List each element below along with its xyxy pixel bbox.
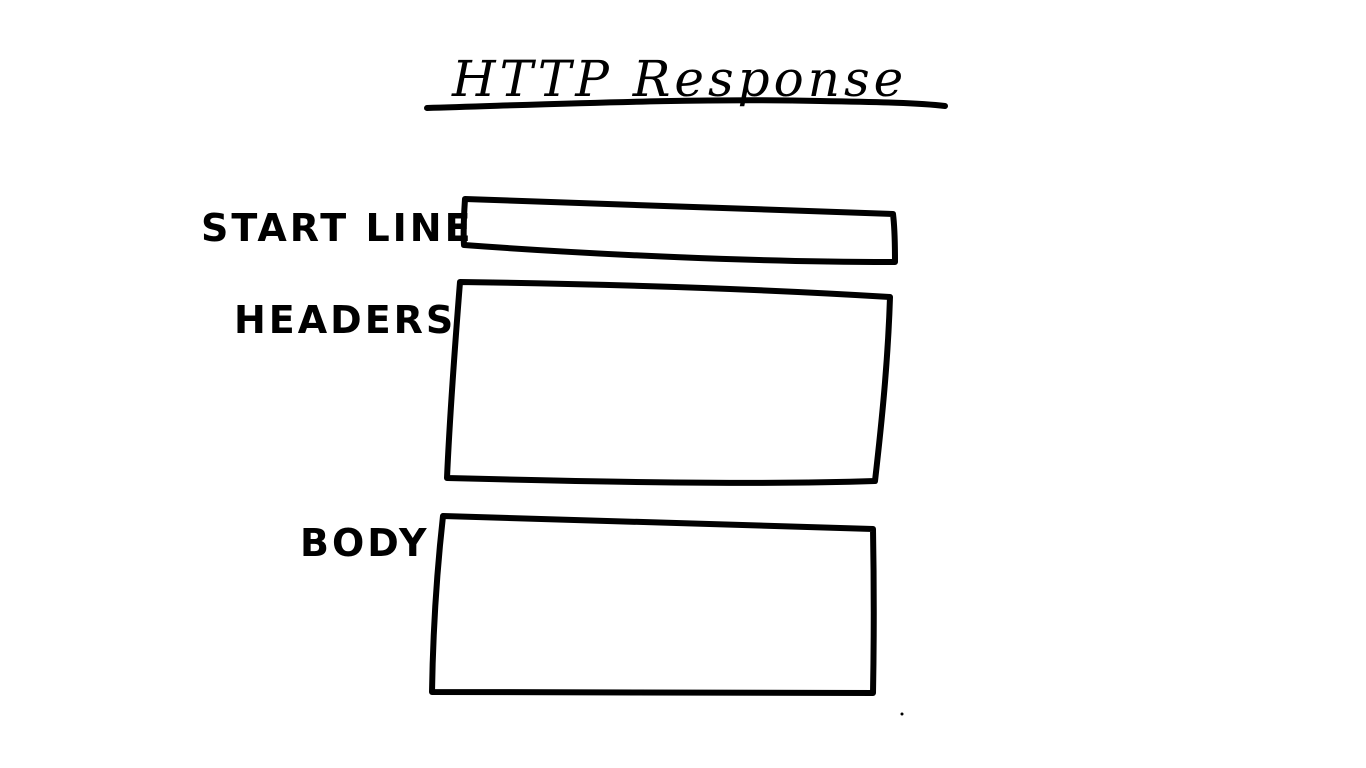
headers-box [444, 279, 893, 486]
pen-dot [900, 712, 904, 716]
body-box [429, 513, 877, 696]
start-line-box [460, 196, 898, 265]
body-label: BODY [300, 521, 430, 565]
title-underline [424, 97, 948, 111]
start-line-label: START LINE [201, 206, 474, 250]
headers-label: HEADERS [234, 298, 456, 342]
